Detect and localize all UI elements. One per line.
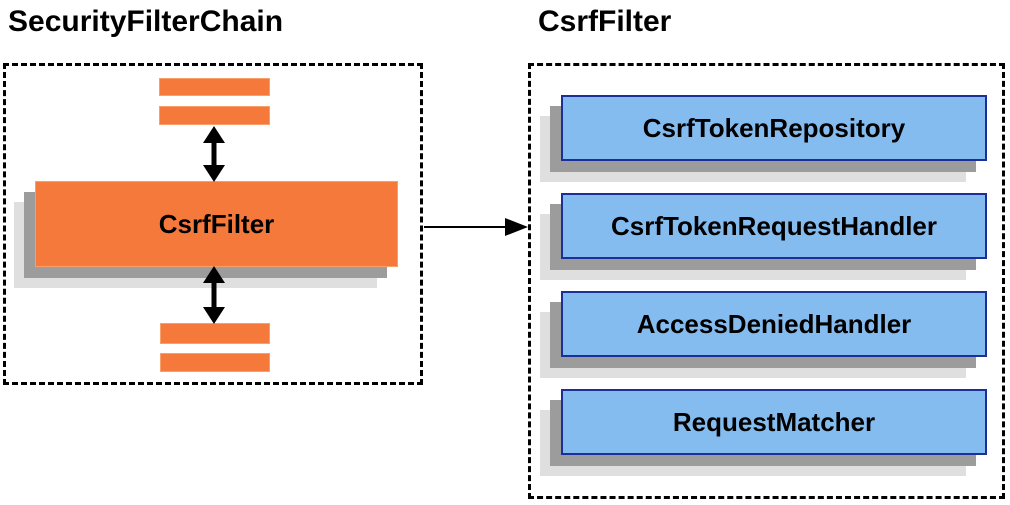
arrowhead-up-icon <box>203 266 225 283</box>
arrow-shaft <box>211 138 217 170</box>
arrowhead-down-icon <box>203 165 225 182</box>
double-arrow-bottom-icon <box>202 266 226 324</box>
csrf-filter-container <box>528 63 1005 499</box>
flow-arrow-icon <box>424 218 528 236</box>
filter-bar-bottom-1 <box>160 323 270 344</box>
arrowhead-down-icon <box>203 307 225 324</box>
arrow-shaft <box>424 226 510 228</box>
arrowhead-right-icon <box>505 218 528 236</box>
access-denied-handler-box: AccessDeniedHandler <box>561 291 987 357</box>
double-arrow-top-icon <box>202 126 226 182</box>
csrf-filter-box-label: CsrfFilter <box>158 208 275 239</box>
security-filter-chain-container <box>3 63 423 385</box>
component-label: CsrfTokenRequestHandler <box>610 210 938 241</box>
component-label: RequestMatcher <box>672 406 876 437</box>
component-label: CsrfTokenRepository <box>642 112 906 143</box>
arrowhead-up-icon <box>203 126 225 143</box>
security-filter-chain-title: SecurityFilterChain <box>8 5 284 38</box>
arrow-shaft <box>211 278 217 312</box>
csrf-filter-box: CsrfFilter <box>35 181 398 267</box>
csrf-token-request-handler-box: CsrfTokenRequestHandler <box>561 193 987 259</box>
filter-bar-top-1 <box>159 78 270 96</box>
filter-bar-top-2 <box>159 106 270 125</box>
csrf-token-repository-box: CsrfTokenRepository <box>561 95 987 161</box>
request-matcher-box: RequestMatcher <box>561 389 987 455</box>
component-label: AccessDeniedHandler <box>636 308 912 339</box>
filter-bar-bottom-2 <box>160 353 270 372</box>
csrf-filter-title: CsrfFilter <box>538 5 672 38</box>
